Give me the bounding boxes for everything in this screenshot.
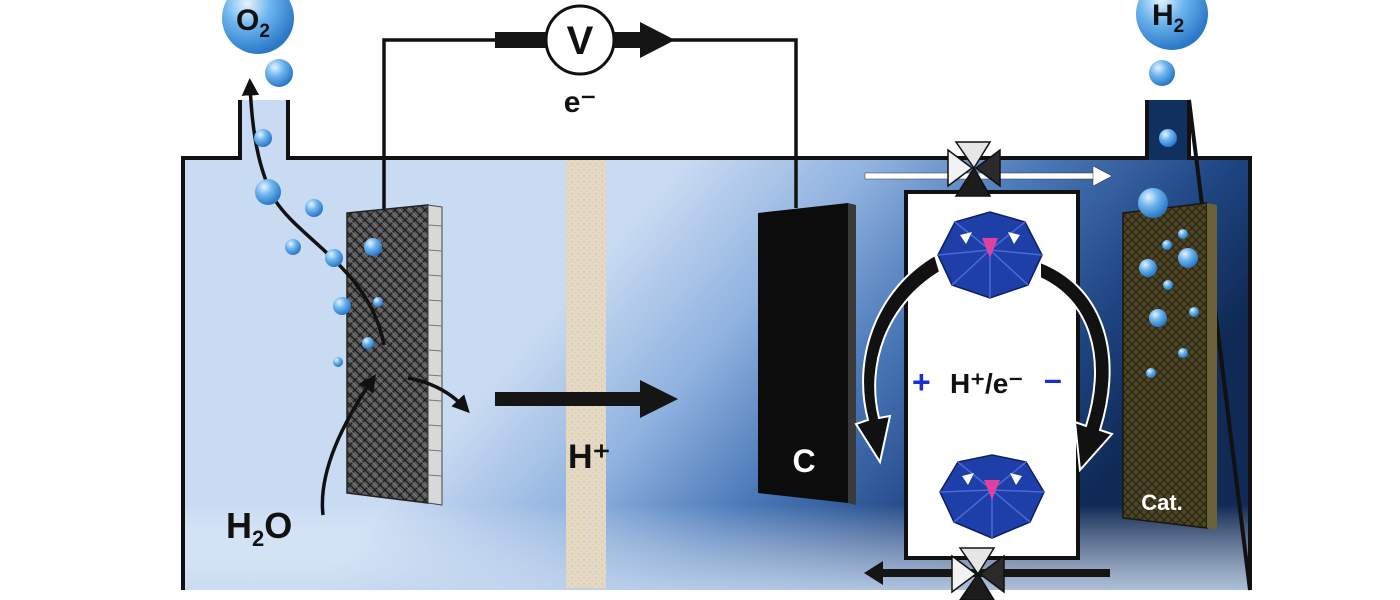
water-label: H2O	[226, 505, 292, 551]
electron-label: e⁻	[564, 86, 597, 119]
cathode-bubbles	[1138, 60, 1199, 378]
cycle-arrow-right	[1039, 260, 1114, 473]
carbon-electrode-edge	[848, 203, 856, 505]
proton-membrane	[566, 160, 606, 588]
water-flow-arrows	[241, 78, 470, 516]
voltmeter-label: V	[567, 19, 594, 63]
o2-bubble-shape	[222, 0, 294, 54]
h2-bubble: H2	[1136, 0, 1208, 50]
voltmeter	[544, 4, 616, 76]
h2-label: H2	[1152, 0, 1184, 37]
proton-label: H⁺	[568, 438, 611, 476]
carbon-label: C	[792, 443, 815, 479]
catalyst-electrode: Cat.	[1122, 202, 1217, 530]
carbon-electrode-face	[758, 203, 848, 503]
bottom-valve-icon	[951, 547, 1005, 600]
proton-transport-arrow	[495, 380, 678, 418]
cycle-arrow-left	[854, 253, 942, 465]
o2-label: O2	[236, 4, 270, 42]
proton-arrow-head	[640, 380, 678, 418]
anode-mesh-face	[346, 204, 429, 504]
anode-mesh-edge	[427, 204, 443, 506]
catalyst-electrode-edge	[1207, 203, 1217, 530]
electron-flow-arrow-head	[640, 22, 675, 58]
proton-exit-arrow	[407, 376, 470, 414]
external-circuit: V e⁻	[382, 4, 798, 210]
top-valve-icon	[947, 141, 1001, 197]
mediator-molecule-reduced	[939, 454, 1045, 539]
redox-cycle-arrows	[854, 253, 1114, 473]
h2-bubble-shape	[1136, 0, 1208, 50]
cell-outline	[181, 99, 1252, 591]
o2-out-arrow	[241, 78, 386, 346]
mediator-label: H⁺/e⁻	[950, 368, 1023, 399]
mediator-plus-sign: +	[912, 364, 931, 400]
carbon-electrode: C	[758, 203, 856, 505]
anode-bubbles	[254, 59, 383, 367]
circuit-wire-right	[615, 38, 798, 208]
mediator-minus-sign: –	[1044, 361, 1062, 397]
circuit-wire-left	[382, 38, 545, 210]
water-in-arrow	[320, 374, 376, 516]
catalyst-label: Cat.	[1141, 490, 1183, 515]
proton-arrow-shaft	[495, 392, 645, 406]
mediator-molecule-oxidized	[937, 211, 1043, 299]
o2-bubble: O2	[222, 0, 294, 54]
anode-electrode	[346, 204, 443, 506]
